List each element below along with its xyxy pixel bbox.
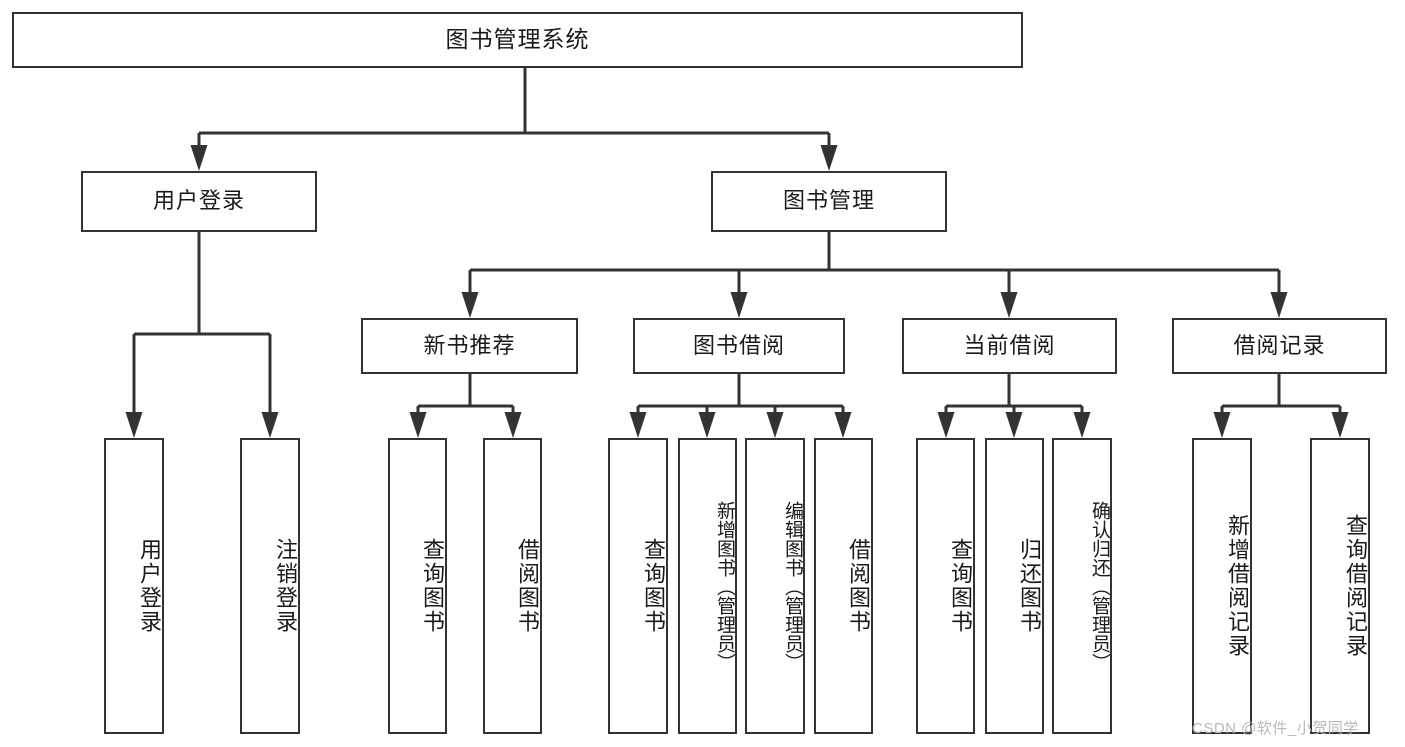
node-leaf-9[interactable]: 归还图书 bbox=[985, 438, 1044, 734]
node-leaf-4[interactable]: 查询图书 bbox=[608, 438, 668, 734]
node-label: 借阅记录 bbox=[1233, 332, 1326, 358]
node-label: 当前借阅 bbox=[963, 332, 1056, 358]
node-label: 确认归还（管理员） bbox=[1089, 500, 1110, 672]
node-leaf-0[interactable]: 用户登录 bbox=[104, 438, 164, 734]
node-level3-3[interactable]: 借阅记录 bbox=[1172, 318, 1387, 374]
node-leaf-3[interactable]: 借阅图书 bbox=[483, 438, 542, 734]
node-leaf-1[interactable]: 注销登录 bbox=[240, 438, 300, 734]
node-level3-1[interactable]: 图书借阅 bbox=[633, 318, 845, 374]
node-label: 图书管理系统 bbox=[445, 26, 590, 53]
node-leaf-12[interactable]: 查询借阅记录 bbox=[1310, 438, 1370, 734]
node-label: 编辑图书（管理员） bbox=[782, 500, 803, 672]
node-leaf-11[interactable]: 新增借阅记录 bbox=[1192, 438, 1252, 734]
node-label: 用户登录 bbox=[152, 188, 245, 214]
node-level2-1[interactable]: 图书管理 bbox=[711, 171, 947, 232]
node-label: 图书借阅 bbox=[692, 332, 785, 358]
node-level3-0[interactable]: 新书推荐 bbox=[361, 318, 578, 374]
node-label: 用户登录 bbox=[137, 538, 162, 634]
node-leaf-8[interactable]: 查询图书 bbox=[916, 438, 975, 734]
node-label: 查询图书 bbox=[948, 538, 973, 634]
node-label: 借阅图书 bbox=[846, 538, 871, 634]
node-label: 查询图书 bbox=[641, 538, 666, 634]
node-label: 新增图书（管理员） bbox=[714, 500, 735, 672]
node-label: 查询图书 bbox=[420, 538, 445, 634]
node-level3-2[interactable]: 当前借阅 bbox=[902, 318, 1117, 374]
node-level2-0[interactable]: 用户登录 bbox=[81, 171, 317, 232]
node-label: 注销登录 bbox=[273, 538, 298, 634]
node-label: 新书推荐 bbox=[423, 332, 516, 358]
node-leaf-6[interactable]: 编辑图书（管理员） bbox=[745, 438, 805, 734]
node-leaf-5[interactable]: 新增图书（管理员） bbox=[678, 438, 737, 734]
node-leaf-2[interactable]: 查询图书 bbox=[388, 438, 447, 734]
node-root-图书管理系统[interactable]: 图书管理系统 bbox=[12, 12, 1023, 68]
node-label: 查询借阅记录 bbox=[1343, 514, 1368, 658]
node-label: 归还图书 bbox=[1017, 538, 1042, 634]
node-label: 新增借阅记录 bbox=[1225, 514, 1250, 658]
node-label: 图书管理 bbox=[782, 188, 875, 214]
node-label: 借阅图书 bbox=[515, 538, 540, 634]
node-leaf-10[interactable]: 确认归还（管理员） bbox=[1052, 438, 1112, 734]
node-leaf-7[interactable]: 借阅图书 bbox=[814, 438, 873, 734]
